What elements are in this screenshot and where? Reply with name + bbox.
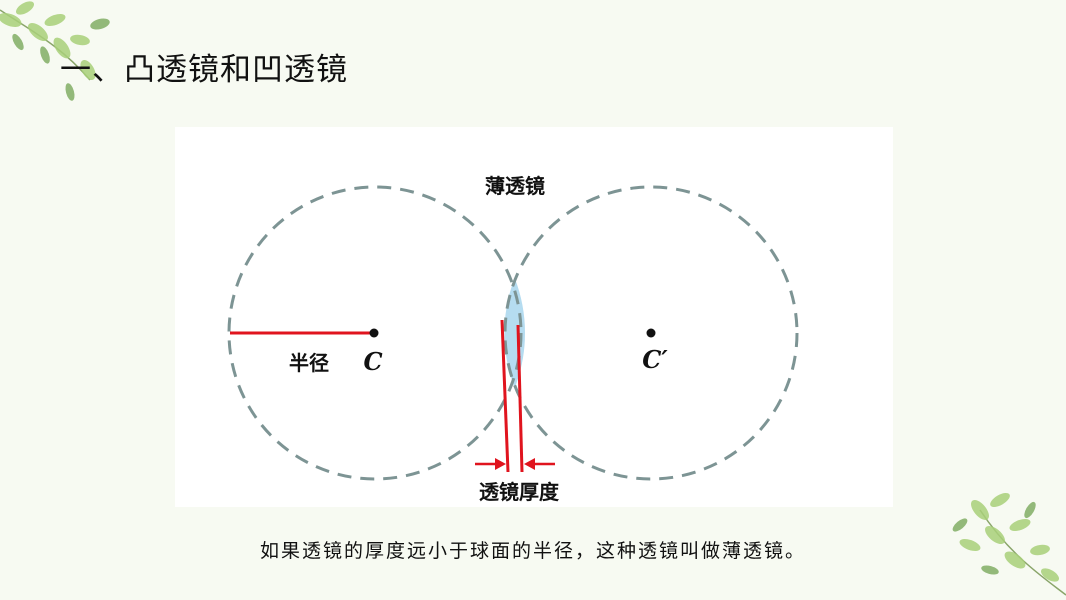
radius-label: 半径 <box>289 351 329 375</box>
center-left-dot <box>369 328 379 338</box>
thin-lens-label: 薄透镜 <box>485 174 545 198</box>
right-sphere-circle <box>503 185 799 481</box>
leaf-branch-icon <box>0 1 110 101</box>
leaf-branch-icon <box>952 493 1066 596</box>
thickness-label: 透镜厚度 <box>479 480 560 504</box>
slide-caption: 如果透镜的厚度远小于球面的半径，这种透镜叫做薄透镜。 <box>259 540 806 562</box>
thin-lens-diagram: 薄透镜 半径 C C′ 透镜厚度 <box>175 127 893 507</box>
thickness-arrow-left <box>475 458 506 470</box>
thickness-arrow-right <box>524 458 555 470</box>
thickness-line-right <box>516 324 524 473</box>
lens-diagram-svg: 薄透镜 半径 C C′ 透镜厚度 <box>227 174 799 504</box>
center-right-dot <box>646 328 656 338</box>
left-sphere-circle <box>227 185 523 481</box>
center-left-label: C <box>363 347 382 376</box>
center-right-label: C′ <box>642 345 668 374</box>
thickness-line-left <box>500 319 510 473</box>
page-title: 一、凸透镜和凹透镜 <box>60 52 348 88</box>
